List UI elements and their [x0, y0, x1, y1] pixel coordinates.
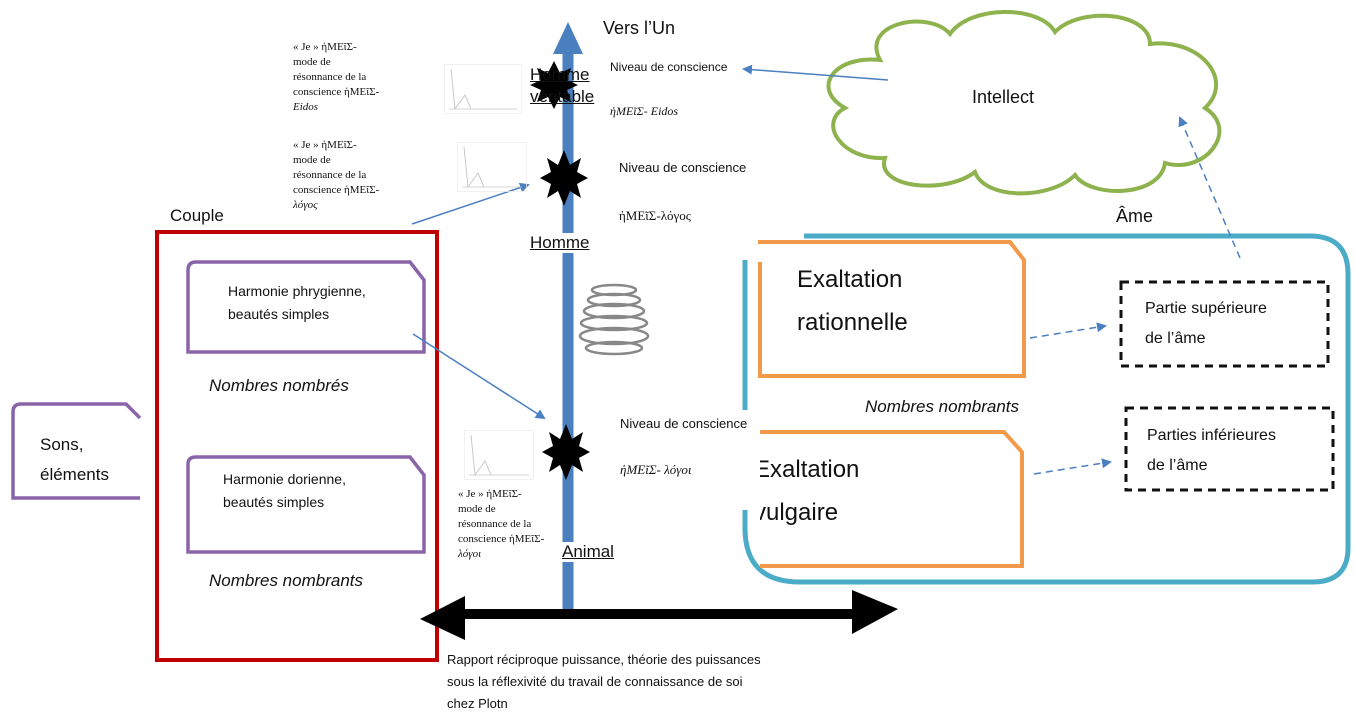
vers-l-un-label: Vers l’Un	[603, 18, 676, 38]
dashed-arrow-intellect	[1178, 116, 1241, 259]
homme-veritable-label: Homme véritable	[530, 65, 595, 106]
niveau-conscience-top: Niveau de conscience	[610, 60, 728, 74]
caption-text: Rapport réciproque puissance, théorie de…	[447, 652, 761, 711]
exaltation-rationnelle-text: Exaltation rationnelle	[797, 266, 908, 336]
cloud-icon	[826, 10, 1222, 196]
partie-superieure-box	[1119, 280, 1330, 368]
niveau-conscience-bottom-box: Niveau de conscience ἡΜΕῖΣ- λόγοι	[612, 410, 752, 510]
parties-inferieures-text: Parties inférieures de l’âme	[1147, 427, 1276, 474]
sons-box	[11, 402, 142, 500]
arrow-phrygienne-to-logoi	[412, 333, 546, 420]
homme-label: Homme	[530, 233, 590, 253]
logos-label: ἡΜΕῖΣ-λόγος	[619, 208, 691, 223]
nombres-nombres-label: Nombres nombrés	[209, 376, 349, 395]
graph-thumbnail	[457, 142, 527, 192]
ame-title: Âme	[1116, 206, 1154, 226]
couple-title: Couple	[170, 206, 224, 225]
arrow-intellect-to-niveau	[742, 64, 889, 81]
graph-thumbnail	[444, 64, 522, 114]
spring-icon	[578, 283, 650, 356]
exaltation-rationnelle-box	[758, 240, 1026, 378]
exaltation-vulgaire-clip: Exaltation vulgaire	[760, 448, 930, 548]
couple-frame	[155, 230, 439, 662]
logoi-label: ἡΜΕῖΣ- λόγοι	[620, 462, 692, 477]
resonance-note-logos: « Je » ἡΜΕῖΣ- mode de résonnance de la c…	[293, 139, 380, 211]
resonance-note-eidos: « Je » ἡΜΕῖΣ- mode de résonnance de la c…	[293, 41, 380, 113]
niveau-conscience-mid: Niveau de conscience	[619, 160, 747, 175]
starburst-icon	[542, 424, 590, 480]
dashed-arrow-upper	[1029, 322, 1107, 339]
graph-thumbnail	[464, 430, 534, 480]
starburst-icon	[530, 61, 578, 109]
harmonie-dorienne-text: Harmonie dorienne, beautés simples	[223, 471, 346, 510]
double-arrow-icon	[420, 590, 898, 640]
dashed-arrow-lower	[1033, 458, 1112, 475]
harmonie-phrygienne-box	[186, 260, 426, 354]
harmonie-phrygienne-text: Harmonie phrygienne, beautés simples	[228, 283, 366, 322]
animal-label: Animal	[560, 542, 616, 562]
partie-superieure-text: Partie supérieure de l’âme	[1145, 300, 1267, 347]
ame-frame	[742, 233, 1351, 585]
sons-elements-text: Sons, éléments	[40, 435, 109, 484]
resonance-note-logoi: « Je » ἡΜΕῖΣ- mode de résonnance de la c…	[458, 487, 545, 562]
niveau-conscience-bottom: Niveau de conscience	[620, 416, 748, 431]
eidos-label: ἡΜΕῖΣ- Eidos	[610, 104, 679, 118]
nombres-nombrants-couple-label: Nombres nombrants	[209, 571, 364, 590]
parties-inferieures-box	[1124, 406, 1335, 492]
exaltation-vulgaire-box	[760, 430, 1024, 568]
starburst-icon	[540, 150, 588, 206]
intellect-label: Intellect	[972, 87, 1035, 107]
harmonie-dorienne-box	[186, 455, 426, 554]
nombres-nombrants-ame-label: Nombres nombrants	[865, 397, 1020, 416]
ascension-axis-head	[553, 22, 583, 54]
exaltation-vulgaire-text: Exaltation vulgaire	[760, 456, 860, 526]
